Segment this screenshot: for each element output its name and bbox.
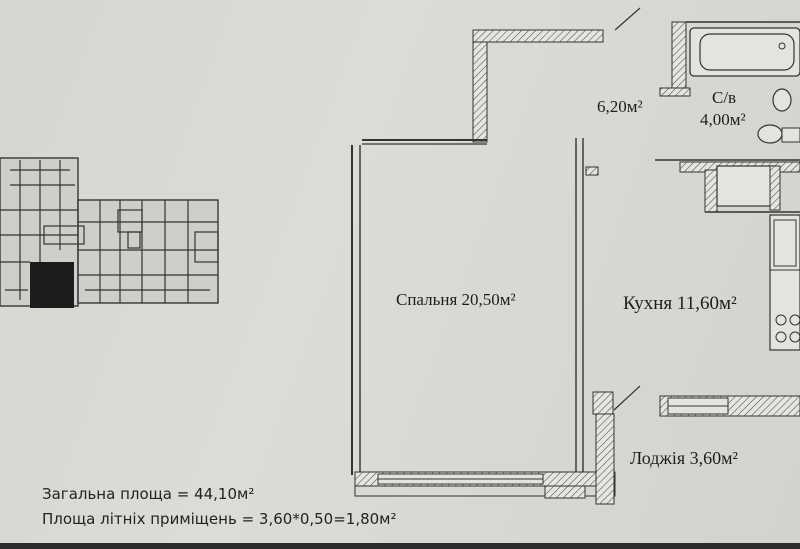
- loggia-label: Лоджія 3,60м²: [630, 448, 738, 468]
- building-key-plan: [0, 157, 219, 307]
- summer-area-text: Площа літніх приміщень = 3,60*0,50=1,80м…: [42, 510, 397, 528]
- kitchen-label: Кухня 11,60м²: [623, 293, 737, 314]
- bedroom-label: Спальня 20,50м²: [396, 290, 516, 309]
- total-area-text: Загальна площа = 44,10м²: [42, 485, 255, 503]
- bathroom-title-label: С/в: [712, 88, 737, 107]
- bottom-edge: [0, 543, 800, 549]
- apartment-highlight: [30, 262, 74, 308]
- corridor-area-label: 6,20м²: [597, 97, 643, 116]
- bathroom-area-label: 4,00м²: [700, 110, 746, 129]
